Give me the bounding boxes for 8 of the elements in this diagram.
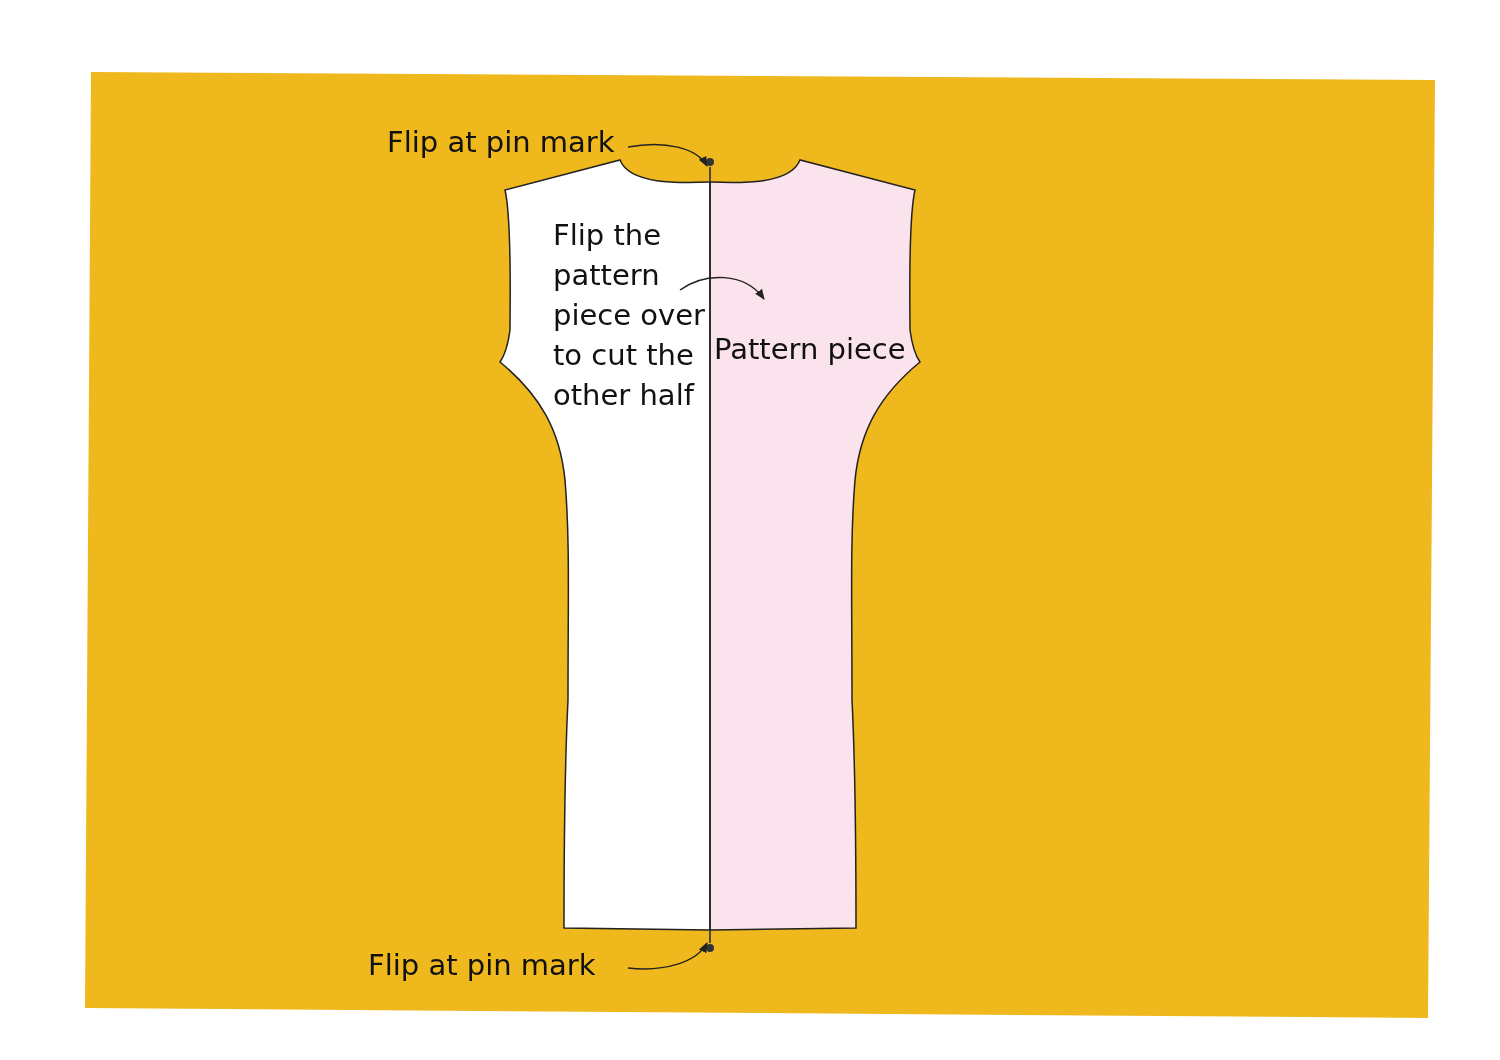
- arrow: [627, 942, 708, 970]
- callout-text: Flip at pin mark: [368, 947, 596, 984]
- fold-line: [709, 166, 711, 944]
- arrow: [679, 276, 765, 300]
- instruction-text: Flip the pattern piece over to cut the other half: [553, 217, 706, 414]
- arrow: [627, 143, 708, 167]
- piece-label: Pattern piece: [714, 331, 907, 368]
- callout-text: Flip at pin mark: [387, 124, 615, 161]
